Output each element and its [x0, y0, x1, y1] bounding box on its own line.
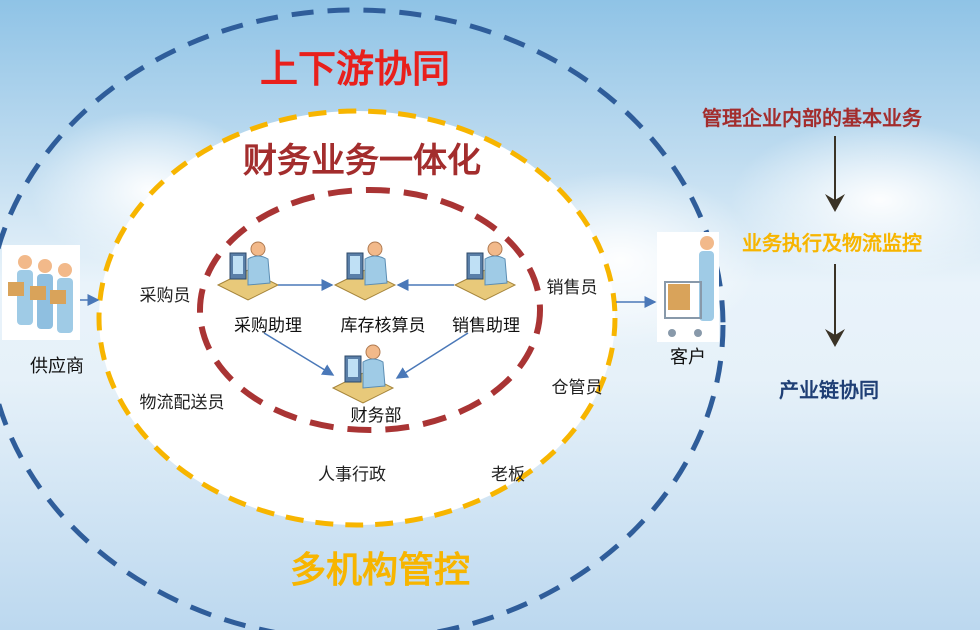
- supplier-label: 供应商: [30, 356, 84, 377]
- role-logistics: 物流配送员: [140, 393, 225, 413]
- role-warehouse: 仓管员: [552, 378, 603, 398]
- node-purchase-assistant: 采购助理: [234, 316, 302, 336]
- arrow: [263, 332, 335, 376]
- node-inventory-accountant: 库存核算员: [341, 316, 426, 336]
- bottom-title: 多机构管控: [290, 550, 470, 591]
- flow-step-2: 业务执行及物流监控: [742, 231, 922, 255]
- supplier-icon: [2, 245, 80, 340]
- middle-ring: [96, 108, 618, 528]
- customer-icon: [657, 232, 719, 342]
- node-sales-assistant: 销售助理: [452, 316, 520, 336]
- arrow: [395, 332, 469, 379]
- outer-title: 上下游协同: [260, 47, 450, 91]
- role-hr-admin: 人事行政: [318, 465, 386, 485]
- inner-ring: [197, 187, 543, 433]
- customer-label: 客户: [670, 347, 706, 368]
- role-boss: 老板: [491, 465, 525, 485]
- middle-title: 财务业务一体化: [243, 141, 481, 181]
- node-finance-dept: 财务部: [351, 406, 402, 426]
- flow-step-3: 产业链协同: [779, 378, 879, 402]
- flow-step-1: 管理企业内部的基本业务: [702, 106, 923, 130]
- role-purchaser: 采购员: [140, 286, 191, 306]
- role-salesperson: 销售员: [547, 278, 598, 298]
- outer-ring: [0, 7, 726, 630]
- cloud: [730, 120, 980, 280]
